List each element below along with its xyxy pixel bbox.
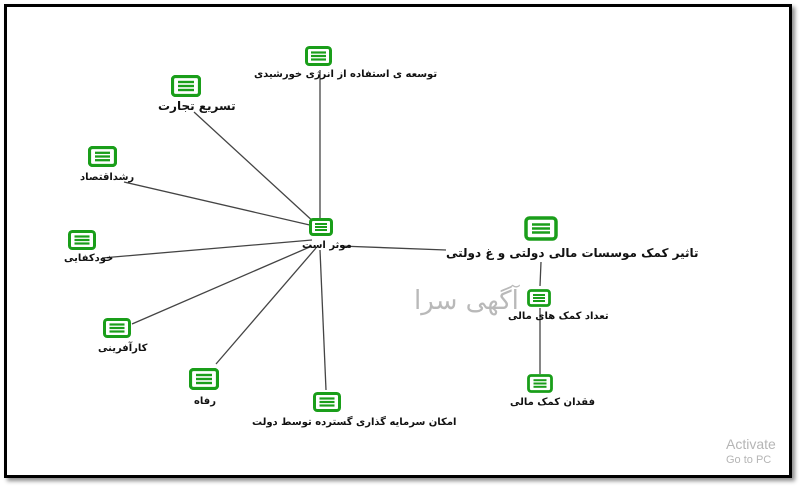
node-list-icon [189,368,219,390]
node-list-icon [68,230,96,250]
node-list-icon [171,75,201,97]
main-label: تاثیر کمک موسسات مالی دولتی و غ دولتی [446,246,699,260]
node-label-welfare: رفاه [194,396,216,407]
edge-hub-welfare [215,247,317,365]
diagram-frame [4,4,792,478]
node-label-trade: تسریع تجارت [158,99,236,113]
node-list-icon [309,218,333,236]
node-label-selfsuff: خودکفایی [64,253,114,264]
edge-hub-selfsuff [101,239,313,259]
activation-line-1: Activate [726,436,776,452]
windows-activation-notice: Activate Go to PC [726,436,776,468]
activation-line-2: Go to PC [726,454,772,466]
node-list-icon [524,216,558,241]
node-label-entrepreneur: کارآفرینی [98,343,148,354]
edge-hub-trade [193,111,317,225]
node-label-lack: فقدان کمک مالی [510,397,596,408]
node-label-invest: امکان سرمایه گذاری گسترده توسط دولت [252,417,457,428]
node-label-growth: رشداقتصاد [80,172,135,183]
node-label-solar: توسعه ی استفاده از انرژی خورشیدی [254,69,438,80]
node-list-icon [527,374,553,393]
node-list-icon [88,146,117,167]
node-label-count: تعداد کمک های مالی [508,311,609,322]
node-list-icon [305,46,332,66]
node-list-icon [527,289,551,307]
node-list-icon [313,392,341,412]
hub-label: موثر است [302,240,352,251]
edge-hub-growth [123,181,315,227]
edge-hub-main [339,245,447,251]
watermark-logo: آگهی سرا [414,286,519,316]
edge-hub-invest [319,249,327,391]
node-list-icon [103,318,131,338]
edge-hub-entrepreneur [131,245,313,325]
edge-main-count [539,261,542,287]
